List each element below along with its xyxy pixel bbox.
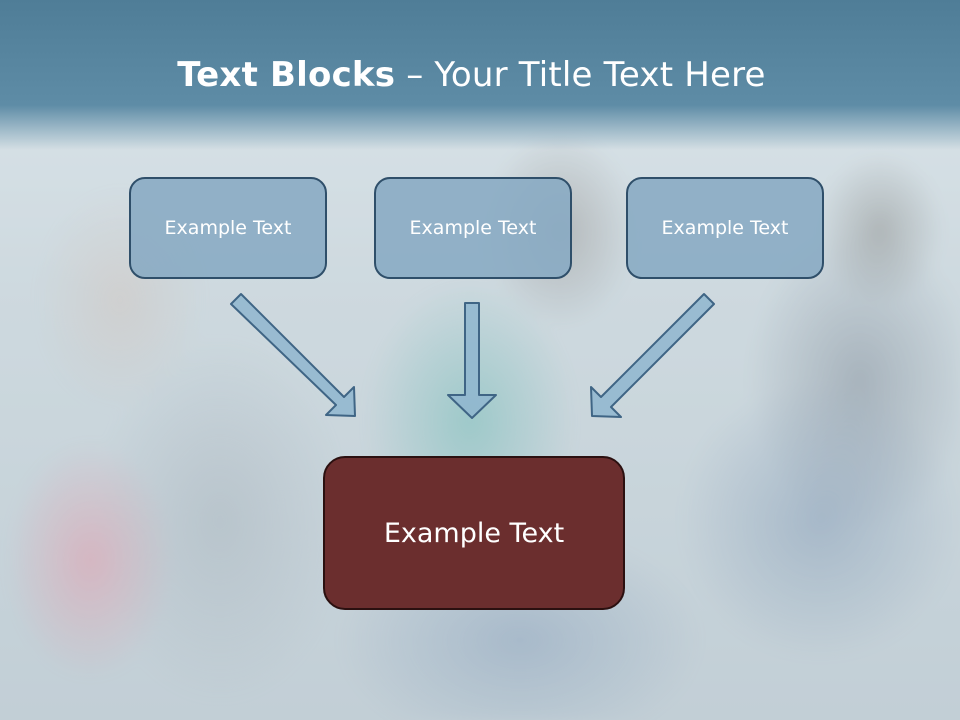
slide-title[interactable]: Text Blocks – Your Title Text Here	[0, 55, 943, 95]
text-block-2[interactable]: Example Text	[374, 177, 572, 279]
title-rest-text: – Your Title Text Here	[406, 55, 766, 95]
title-band	[0, 0, 960, 150]
main-text-block[interactable]: Example Text	[323, 456, 625, 610]
arrow-right-icon[interactable]	[590, 293, 715, 418]
arrow-left-icon[interactable]	[230, 293, 356, 417]
text-block-1-label: Example Text	[164, 217, 292, 239]
main-text-block-label: Example Text	[383, 517, 565, 549]
text-block-3[interactable]: Example Text	[626, 177, 824, 279]
arrow-center-icon[interactable]	[447, 302, 497, 419]
text-block-3-label: Example Text	[661, 217, 789, 239]
text-block-2-label: Example Text	[409, 217, 537, 239]
title-bold-text: Text Blocks	[177, 55, 396, 95]
text-block-1[interactable]: Example Text	[129, 177, 327, 279]
